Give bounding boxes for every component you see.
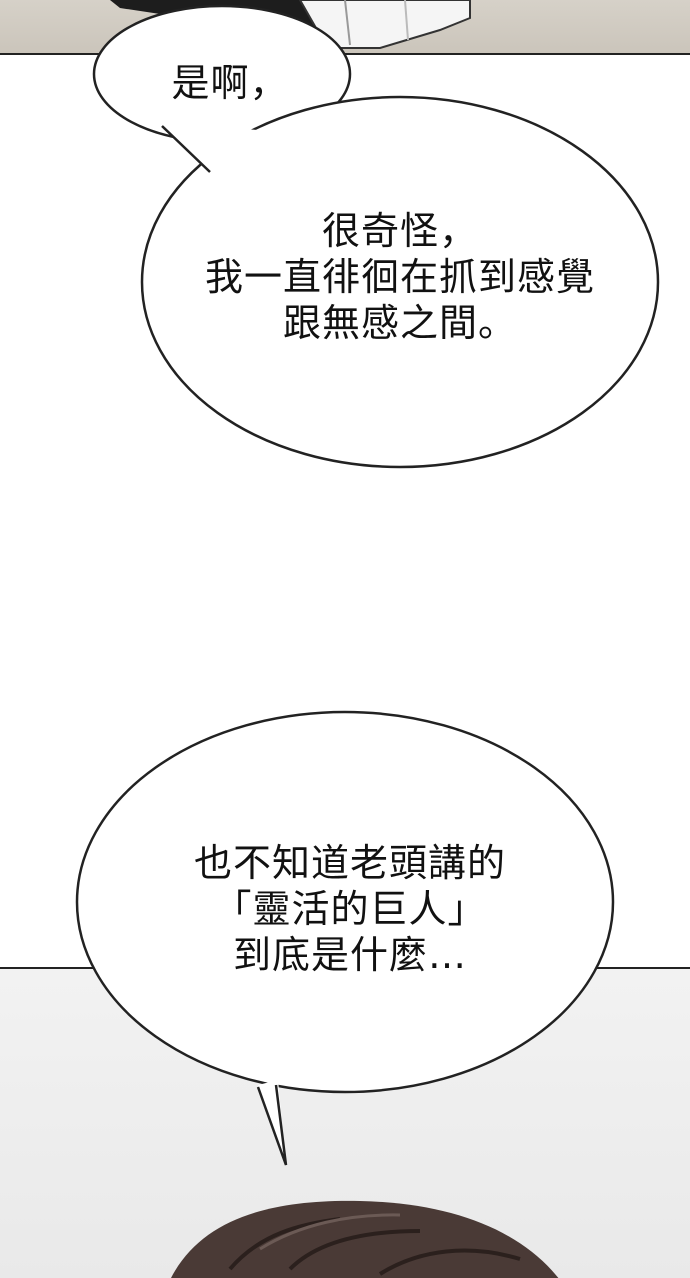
speech-bubble-bottom xyxy=(75,710,615,1166)
speech-text-small: 是啊， xyxy=(171,61,289,105)
speech-text-bottom: 也不知道老頭講的 「靈活的巨人」 到底是什麼… xyxy=(193,841,506,977)
bottom-panel-illustration xyxy=(171,1200,559,1278)
speech-text-middle: 很奇怪， 我一直徘徊在抓到感覺 跟無感之間。 xyxy=(204,209,595,345)
speech-bubble-middle xyxy=(140,95,660,469)
